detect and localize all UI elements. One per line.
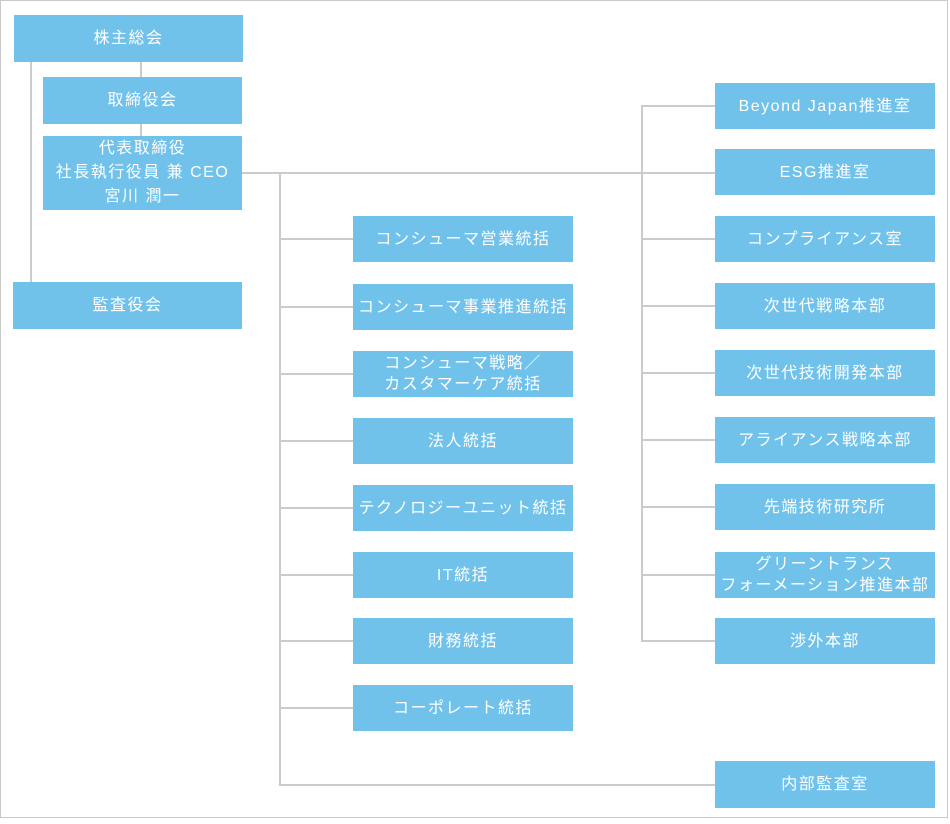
stub-technology-unit bbox=[279, 507, 353, 509]
stub-alliance-strategy bbox=[641, 439, 715, 441]
stub-green-transformation bbox=[641, 574, 715, 576]
stub-enterprise bbox=[279, 440, 353, 442]
node-internal-audit-office: 内部監査室 bbox=[715, 761, 935, 808]
stub-consumer-strategy bbox=[279, 373, 353, 375]
stub-finance bbox=[279, 640, 353, 642]
node-advanced-tech-research-institute: 先端技術研究所 bbox=[715, 484, 935, 530]
stub-next-gen-strategy bbox=[641, 305, 715, 307]
node-corporate-div: コーポレート統括 bbox=[353, 685, 573, 731]
node-consumer-strategy-customer-care-div: コンシューマ戦略／ カスタマーケア統括 bbox=[353, 351, 573, 397]
stub-consumer-business-promotion bbox=[279, 306, 353, 308]
node-esg-office: ESG推進室 bbox=[715, 149, 935, 195]
node-beyond-japan-office: Beyond Japan推進室 bbox=[715, 83, 935, 129]
node-president-ceo: 代表取締役 社長執行役員 兼 CEO 宮川 潤一 bbox=[43, 136, 242, 210]
connector-ceo-to-esg-horizontal bbox=[242, 172, 715, 174]
node-enterprise-div: 法人統括 bbox=[353, 418, 573, 464]
node-external-affairs-hq: 渉外本部 bbox=[715, 618, 935, 664]
stub-advanced-tech-research bbox=[641, 506, 715, 508]
stub-external-affairs bbox=[641, 640, 715, 642]
node-it-div: IT統括 bbox=[353, 552, 573, 598]
node-consumer-business-promotion-div: コンシューマ事業推進統括 bbox=[353, 284, 573, 330]
connector-internal-audit-horizontal bbox=[279, 784, 715, 786]
connector-board-to-ceo bbox=[140, 123, 142, 136]
trunk-business-units-vertical bbox=[279, 172, 281, 786]
node-finance-div: 財務統括 bbox=[353, 618, 573, 664]
node-next-gen-strategy-hq: 次世代戦略本部 bbox=[715, 283, 935, 329]
node-green-transformation-hq: グリーントランス フォーメーション推進本部 bbox=[715, 552, 935, 598]
node-technology-unit-div: テクノロジーユニット統括 bbox=[353, 485, 573, 531]
connector-shareholders-to-board bbox=[140, 62, 142, 77]
node-shareholders-meeting: 株主総会 bbox=[14, 15, 243, 62]
connector-shareholders-to-audit-board bbox=[30, 62, 32, 282]
stub-consumer-sales bbox=[279, 238, 353, 240]
node-next-gen-tech-dev-hq: 次世代技術開発本部 bbox=[715, 350, 935, 396]
node-consumer-sales-div: コンシューマ営業統括 bbox=[353, 216, 573, 262]
stub-corporate bbox=[279, 707, 353, 709]
node-audit-and-supervisory-board: 監査役会 bbox=[13, 282, 242, 329]
node-board-of-directors: 取締役会 bbox=[43, 77, 242, 124]
node-compliance-office: コンプライアンス室 bbox=[715, 216, 935, 262]
stub-it bbox=[279, 574, 353, 576]
stub-beyond-japan bbox=[641, 105, 715, 107]
stub-compliance bbox=[641, 238, 715, 240]
node-alliance-strategy-hq: アライアンス戦略本部 bbox=[715, 417, 935, 463]
stub-next-gen-tech-dev bbox=[641, 372, 715, 374]
